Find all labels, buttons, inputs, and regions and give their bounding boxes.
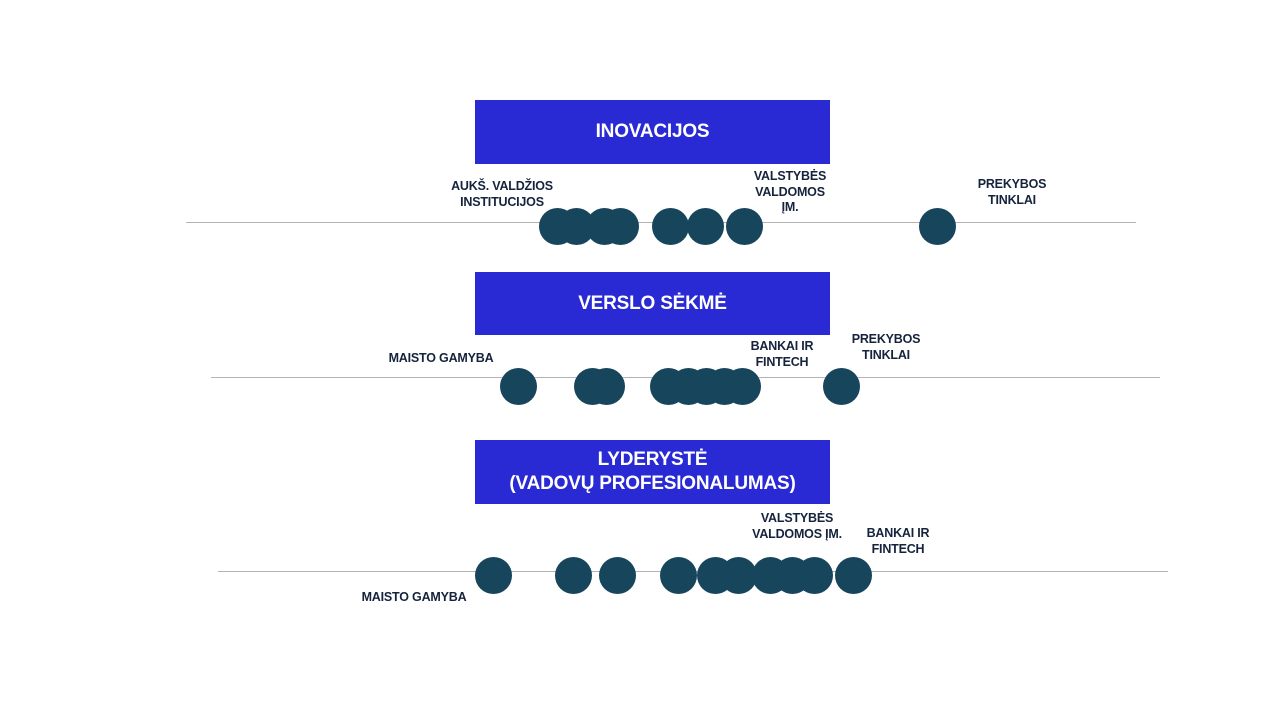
data-dot <box>598 556 636 594</box>
data-dot <box>686 207 724 245</box>
section-title-lyderyste-line1: LYDERYSTĖ <box>597 449 708 470</box>
data-dot <box>719 556 757 594</box>
data-dot <box>725 207 763 245</box>
axis-label-line: FINTECH <box>871 541 925 556</box>
axis-label-line: MAISTO GAMYBA <box>388 351 494 365</box>
data-dot <box>601 207 639 245</box>
data-dot <box>822 367 860 405</box>
axis-label-line: VALDOMOS <box>755 184 825 199</box>
section-header-inovacijos: INOVACIJOS <box>475 100 830 164</box>
axis-label-line: PREKYBOS <box>851 332 921 346</box>
axis-label-line: VALDOMOS ĮM. <box>752 526 842 541</box>
section-title-inovacijos: INOVACIJOS <box>595 121 710 142</box>
axis-label-line: PREKYBOS <box>977 177 1047 191</box>
section-title-verslo-sekme: VERSLO SĖKMĖ <box>578 292 727 314</box>
axis-label-line: BANKAI IR <box>866 526 930 540</box>
data-dot <box>554 556 592 594</box>
data-dot <box>659 556 697 594</box>
axis-label-line: VALSTYBĖS <box>760 511 834 525</box>
data-dot <box>723 367 761 405</box>
axis-label: MAISTO GAMYBA <box>362 590 467 606</box>
data-dot <box>795 556 833 594</box>
axis-label-line: AUKŠ. VALDŽIOS <box>451 179 553 193</box>
data-dot <box>587 367 625 405</box>
axis-label-line: FINTECH <box>755 354 809 369</box>
axis-label-line: TINKLAI <box>862 347 910 362</box>
data-dot <box>918 207 956 245</box>
axis-label-line: INSTITUCIJOS <box>460 194 544 209</box>
axis-label-line: TINKLAI <box>988 192 1036 207</box>
data-dot <box>651 207 689 245</box>
axis-label-line: ĮM. <box>781 200 799 214</box>
axis-label-line: BANKAI IR <box>750 339 814 353</box>
data-dot <box>499 367 537 405</box>
section-title-lyderyste-line2: (VADOVŲ PROFESIONALUMAS) <box>509 473 796 494</box>
data-dot <box>834 556 872 594</box>
axis-label-line: MAISTO GAMYBA <box>361 590 467 604</box>
data-dot <box>474 556 512 594</box>
section-header-lyderyste: LYDERYSTĖ (VADOVŲ PROFESIONALUMAS) <box>475 440 830 504</box>
section-header-verslo-sekme: VERSLO SĖKMĖ <box>475 272 830 335</box>
axis-label-line: VALSTYBĖS <box>753 169 827 183</box>
axis-label: MAISTO GAMYBA <box>389 351 494 367</box>
